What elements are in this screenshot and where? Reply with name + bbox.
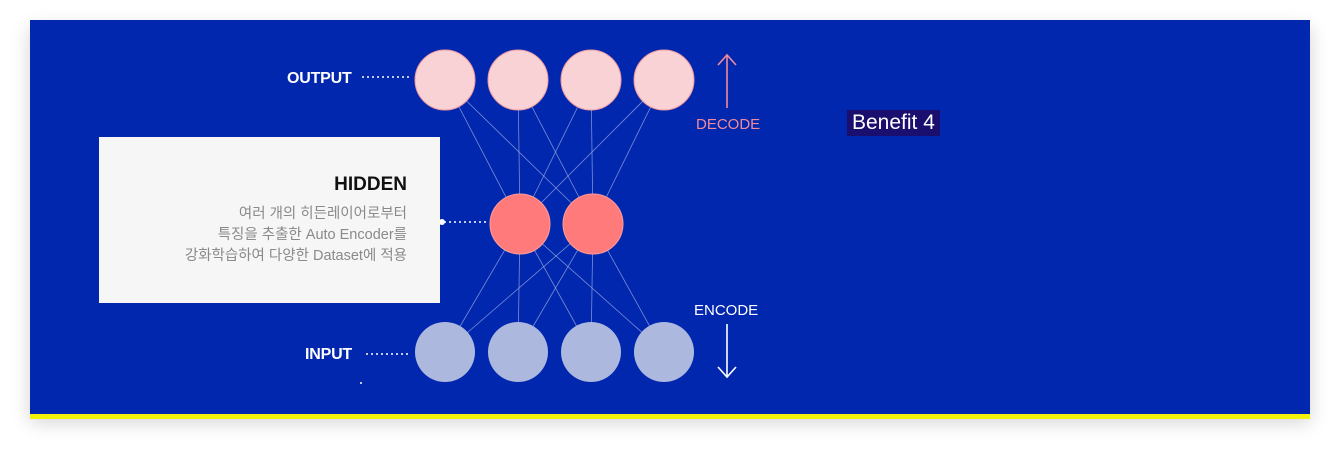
input-node [488,322,548,382]
encode-label: ENCODE [694,302,759,319]
hidden-node [489,193,551,255]
decode-edge [519,79,665,225]
hidden-title: HIDDEN [334,174,407,195]
output-node [487,49,549,111]
decode-arrow-icon [717,53,737,108]
input-node [634,322,694,382]
panel-underline [30,414,1310,419]
hidden-desc-line: 특징을 추출한 Auto Encoder를 [217,227,407,243]
input-label: INPUT [305,346,353,363]
encode-arrow-icon [717,324,737,379]
hidden-leader-dot [439,219,445,225]
hidden-description: 여러 개의 히든레이어로부터 특징을 추출한 Auto Encoder를 강화학… [107,204,407,267]
output-label: OUTPUT [287,70,352,87]
output-node [414,49,476,111]
hidden-desc-line: 강화학습하여 다양한 Dataset에 적용 [184,248,407,264]
output-node [560,49,622,111]
stray-dot [360,382,362,384]
output-node [633,49,695,111]
benefit-badge: Benefit 4 [847,110,940,136]
input-node [415,322,475,382]
decode-label: DECODE [696,116,761,133]
hidden-node [562,193,624,255]
encode-edge [519,223,665,353]
hidden-info-card: HIDDEN 여러 개의 히든레이어로부터 특징을 추출한 Auto Encod… [99,137,440,303]
hidden-desc-line: 여러 개의 히든레이어로부터 [238,206,407,222]
input-node [561,322,621,382]
